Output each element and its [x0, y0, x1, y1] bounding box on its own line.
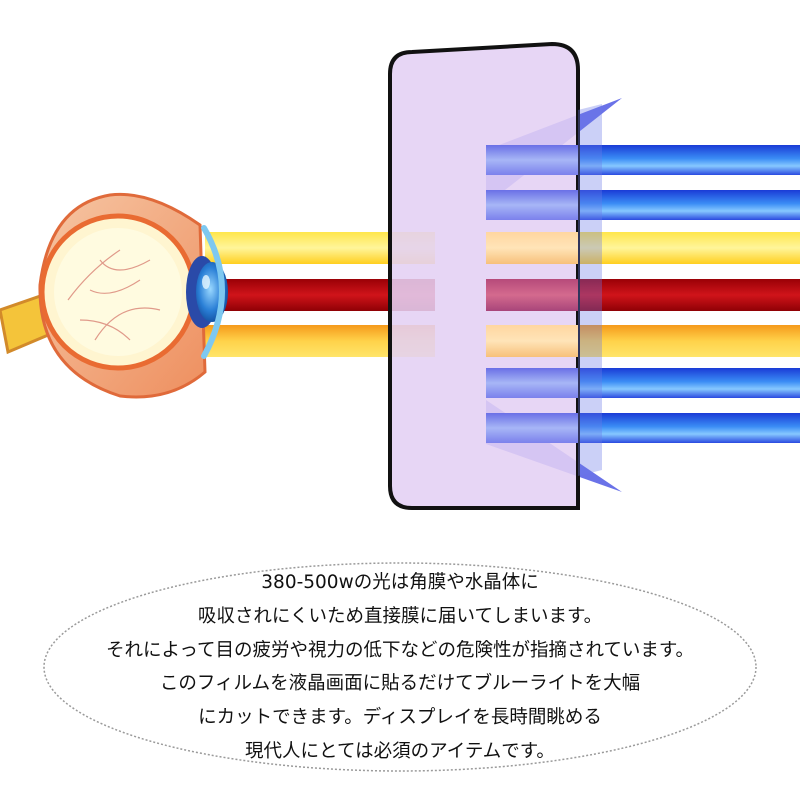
blue-light-filtered-4: [486, 413, 578, 443]
blue-light-filter-illustration: [0, 41, 800, 510]
caption-line-2: 吸収されにくいため直接膜に届いてしまいます。: [197, 605, 603, 627]
caption-line-6: 現代人にとては必須のアイテムです。: [245, 740, 555, 762]
caption-line-5: にカットできます。ディスプレイを長時間眺める: [198, 707, 602, 729]
blue-light-filtered-3: [486, 368, 578, 398]
caption-line-4: このフィルムを液晶画面に貼るだけてブルーライトを大幅: [159, 673, 641, 695]
film-edge-highlight: [578, 104, 602, 476]
eye-cross-section-icon: [0, 192, 228, 399]
yellow-light-filtered: [486, 232, 578, 264]
caption-line-3: それによって目の疲労や視力の低下などの危険性が指摘されています。: [105, 639, 695, 661]
orange-light-filtered: [486, 325, 578, 357]
red-light-filtered: [486, 279, 578, 311]
blue-light-filtered-2: [486, 190, 578, 220]
blue-light-filtered-1: [486, 145, 578, 175]
caption-line-1: 380-500wの光は角膜や水晶体に: [261, 572, 539, 593]
caption-text: 380-500wの光は角膜や水晶体に 吸収されにくいため直接膜に届いてしまいます…: [40, 566, 760, 769]
caption-ellipse: [43, 562, 757, 772]
